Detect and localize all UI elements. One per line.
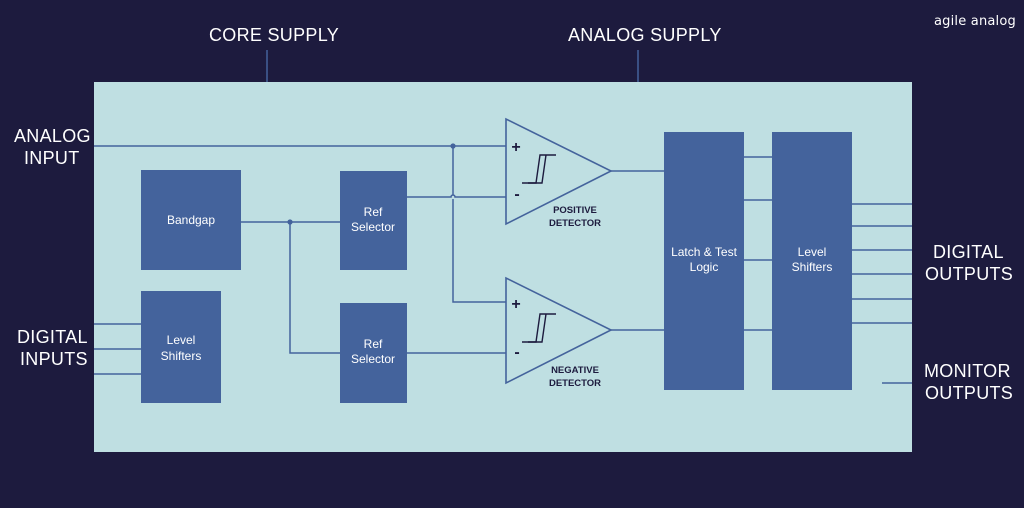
- negative-detector-label-line1: NEGATIVE: [551, 365, 599, 376]
- bandgap-to-ref-bottom: [289, 222, 340, 354]
- level-shifters-in-label-line2: Shifters: [161, 349, 202, 363]
- ref-selector-bottom-block: [340, 303, 407, 403]
- digital-outputs-label-line2: OUTPUTS: [925, 264, 1014, 284]
- positive-minus-sign: -: [514, 186, 519, 203]
- agile-analog-logo: agile analog: [934, 14, 1016, 29]
- analog-supply-label: ANALOG SUPPLY: [568, 25, 722, 45]
- analog-input-label-line1: ANALOG: [14, 126, 91, 146]
- junction-dot-bandgap: [287, 219, 293, 225]
- level-shifters-out-block: [772, 132, 852, 390]
- analog-input-label-line2: INPUT: [24, 148, 80, 168]
- positive-detector-label-line1: POSITIVE: [553, 205, 597, 216]
- ref-selector-top-block: [340, 171, 407, 270]
- bandgap-block: [141, 170, 241, 270]
- negative-comparator: [505, 276, 613, 385]
- analog-tap-to-negative: [452, 146, 506, 303]
- monitor-outputs-label-line1: MONITOR: [924, 361, 1011, 381]
- positive-comparator: [505, 117, 613, 226]
- monitor-outputs-label-line2: OUTPUTS: [925, 383, 1014, 403]
- positive-detector-label-line2: DETECTOR: [549, 218, 601, 229]
- level-shifters-out-label-line2: Shifters: [792, 260, 833, 274]
- hysteresis-icon-positive: [522, 154, 556, 184]
- negative-minus-sign: -: [514, 344, 519, 361]
- core-supply-label: CORE SUPPLY: [209, 25, 340, 45]
- digital-inputs-label-line1: DIGITAL: [17, 327, 88, 347]
- digital-outputs-label-line1: DIGITAL: [933, 242, 1004, 262]
- digital-inputs-label-line2: INPUTS: [20, 349, 88, 369]
- level-shifters-out-label-line1: Level: [798, 245, 827, 259]
- level-shifters-in-block: [141, 291, 221, 403]
- ref-selector-top-label-line1: Ref: [364, 205, 383, 219]
- latch-test-logic-block: [664, 132, 744, 390]
- negative-detector-label-line2: DETECTOR: [549, 378, 601, 389]
- ref-selector-bottom-label-line2: Selector: [351, 352, 395, 366]
- junction-dot-analog: [450, 143, 456, 149]
- level-shifters-in-label-line1: Level: [167, 333, 196, 347]
- latch-test-logic-label-line2: Logic: [690, 260, 719, 274]
- ref-selector-bottom-label-line1: Ref: [364, 337, 383, 351]
- bandgap-label: Bandgap: [167, 213, 215, 227]
- positive-plus-sign: +: [511, 139, 520, 156]
- wiring: [94, 145, 912, 384]
- ref-top-to-positive-minus: [407, 194, 506, 198]
- ref-selector-top-label-line2: Selector: [351, 220, 395, 234]
- hysteresis-icon-negative: [522, 313, 556, 343]
- negative-plus-sign: +: [511, 296, 520, 313]
- latch-test-logic-label-line1: Latch & Test: [671, 245, 737, 259]
